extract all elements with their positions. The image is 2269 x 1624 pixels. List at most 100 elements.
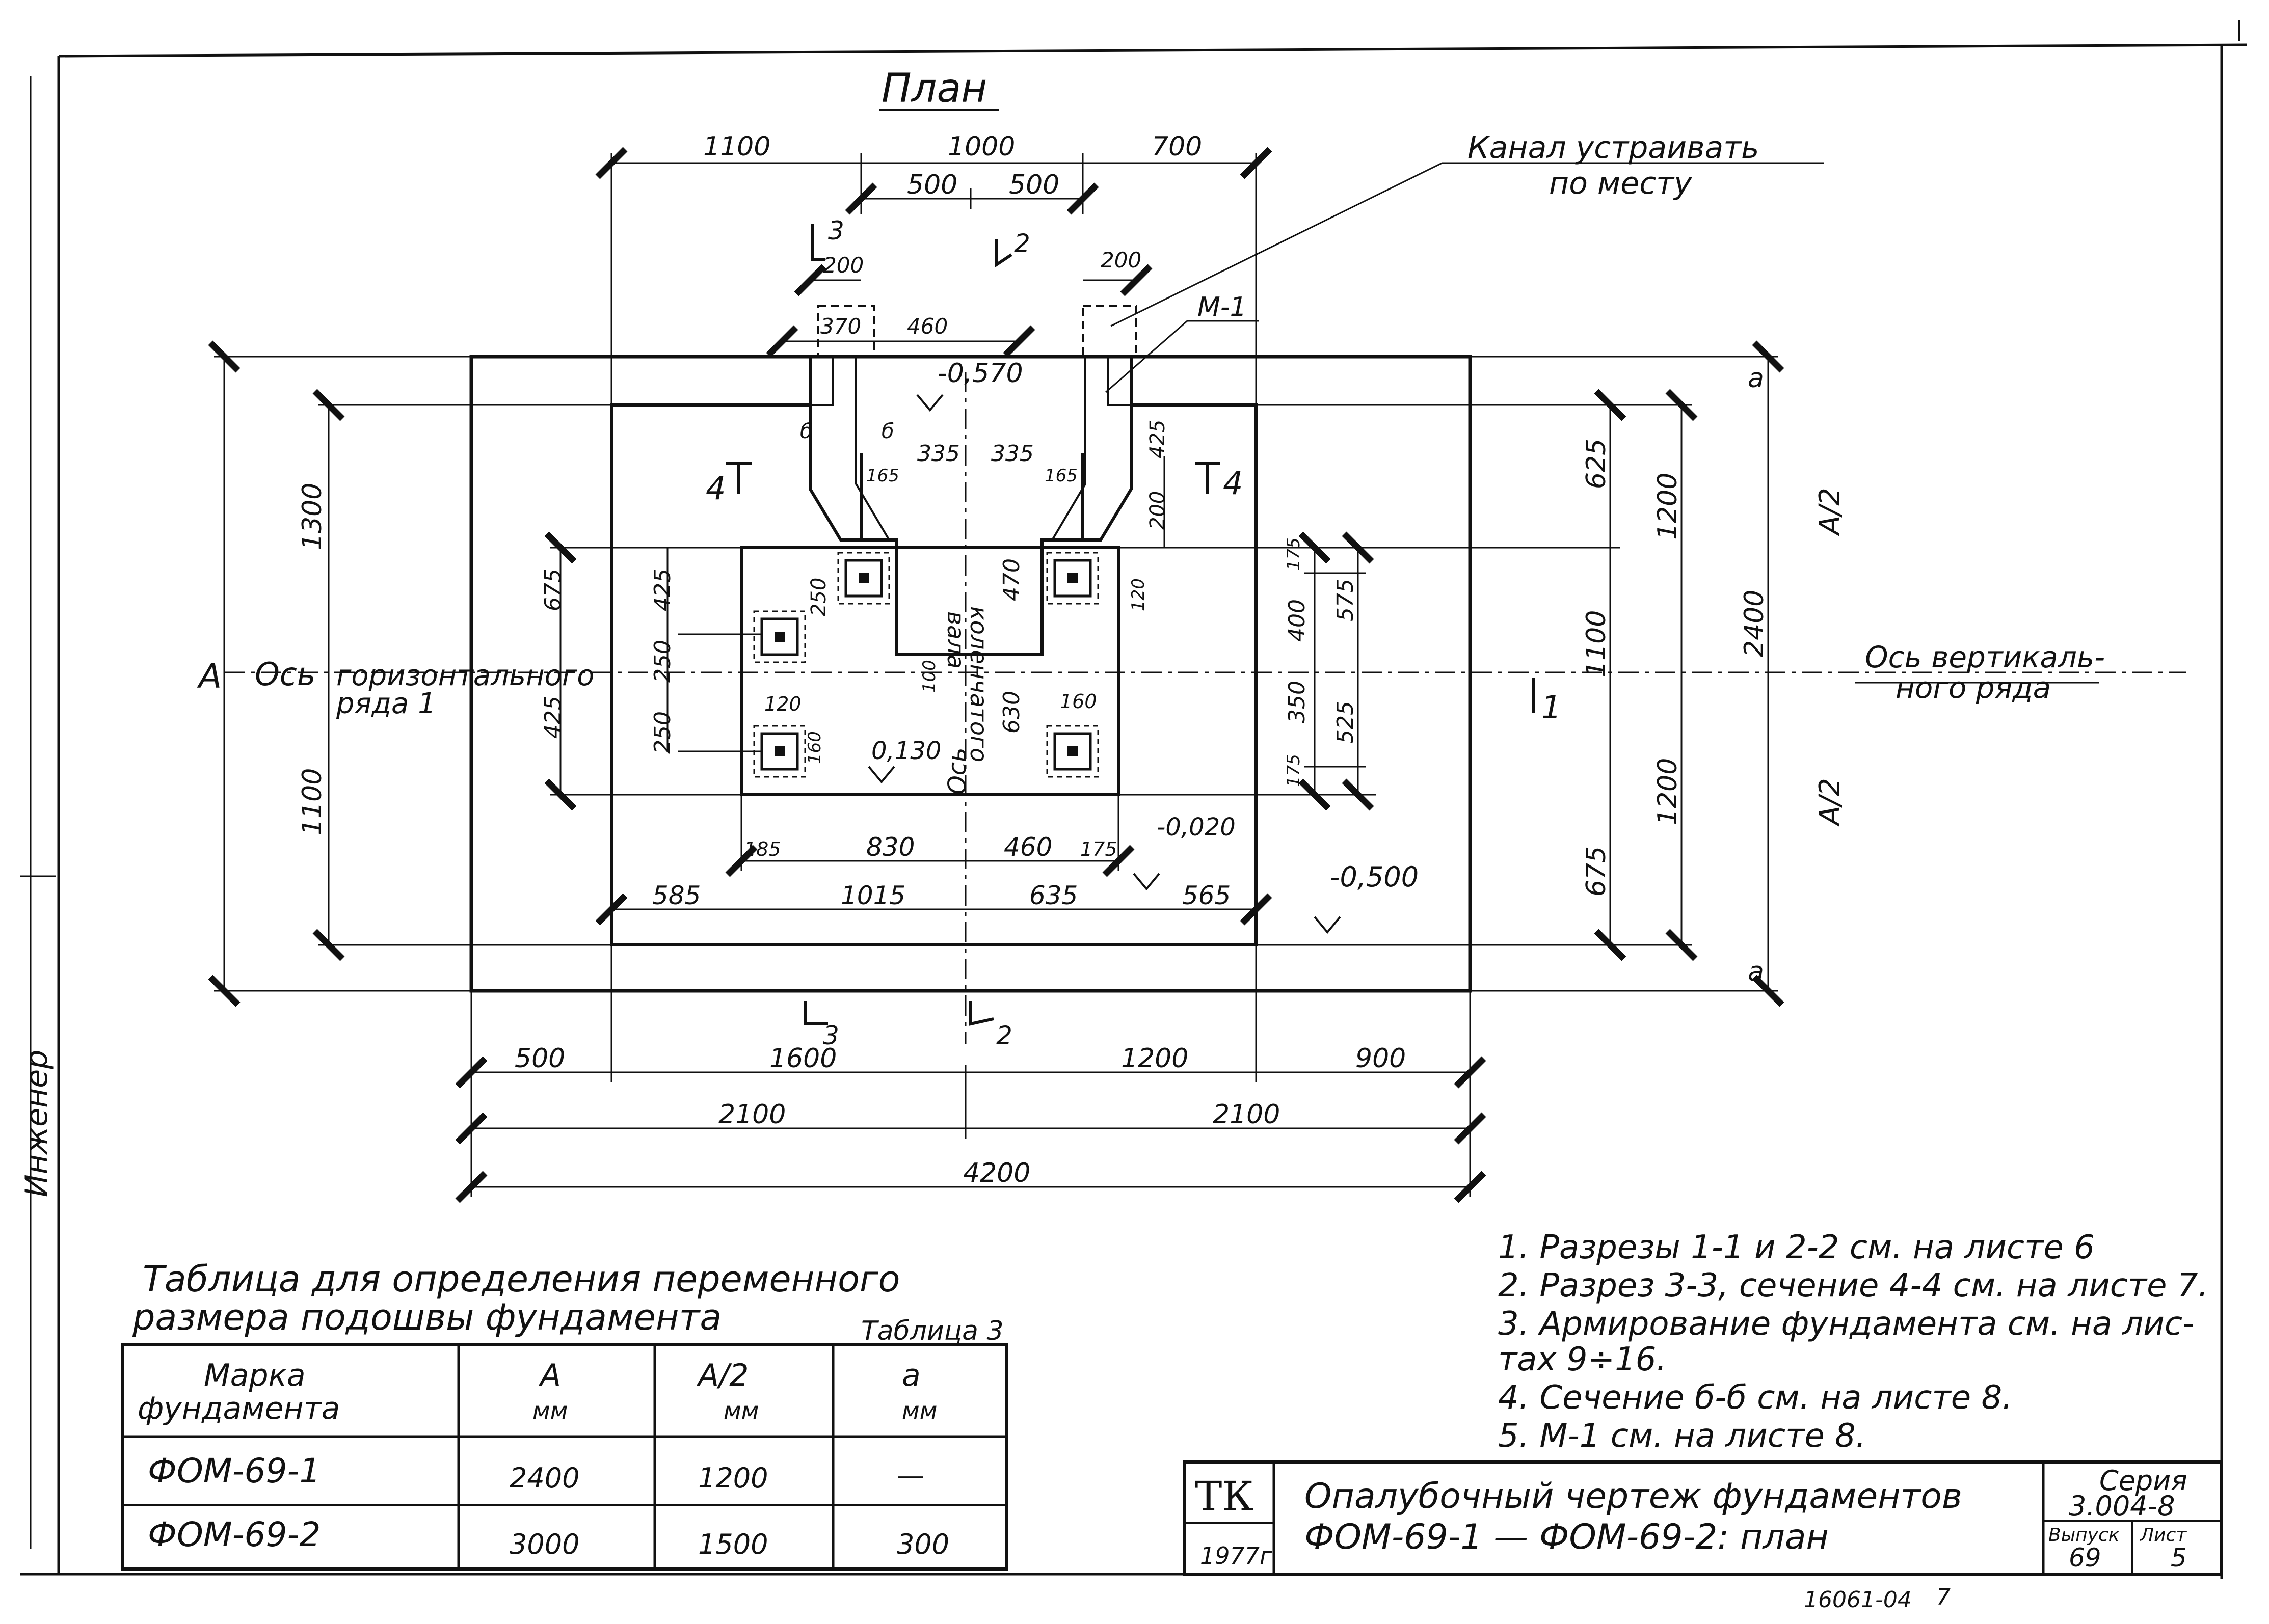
dim-text: 250 xyxy=(650,711,676,754)
dim-text: 900 xyxy=(1355,1043,1406,1074)
crank-pit xyxy=(860,453,1084,656)
section-mark: 4 xyxy=(706,470,726,507)
dim-text: 635 xyxy=(1029,881,1078,910)
margin-stamp: Инженер xyxy=(19,76,56,1549)
stamp-sheet-label: Лист xyxy=(2139,1525,2187,1546)
dim-text: А xyxy=(197,657,222,696)
level-mark: -0,500 xyxy=(1330,861,1419,893)
dim-text: 500 xyxy=(515,1043,565,1074)
channel-wall-left xyxy=(809,357,861,542)
title-block: ТК 1977г Опалубочный чертеж фундаментов … xyxy=(1183,1460,2223,1576)
note-line: 3. Армирование фундамента см. на лис- xyxy=(1498,1305,2194,1343)
mid-step xyxy=(610,403,1258,946)
dim-text: 160 xyxy=(805,731,825,764)
dim-text: 400 xyxy=(1284,599,1310,642)
m1-label: М-1 xyxy=(1197,292,1247,322)
level-mark: -0,570 xyxy=(938,358,1023,389)
dim-text: 100 xyxy=(919,660,940,693)
table-number: Таблица 3 xyxy=(861,1316,1004,1346)
dim-text: 675 xyxy=(540,569,566,611)
table-header: Марка xyxy=(204,1358,306,1393)
dim-text: 500 xyxy=(907,170,957,200)
dim-text: 1200 xyxy=(1121,1043,1188,1074)
dim-text: А/2 xyxy=(1813,488,1847,536)
dim-text: 1200 xyxy=(1652,758,1683,825)
dim-text: 165 xyxy=(866,466,899,486)
section-mark: 2 xyxy=(1014,229,1030,258)
axis-horizontal-line3: ряда 1 xyxy=(336,687,436,720)
foundation-table: Таблица для определения переменного разм… xyxy=(121,1258,1008,1571)
note-line: 1. Разрезы 1-1 и 2-2 см. на листе 6 xyxy=(1498,1229,2095,1266)
section-mark: 4 xyxy=(1223,465,1243,502)
dim-text: 120 xyxy=(764,693,802,715)
note-line: 4. Сечение б-б см. на листе 8. xyxy=(1498,1379,2013,1417)
table-cell: 1500 xyxy=(698,1528,768,1560)
dim-text: 200 xyxy=(823,253,864,278)
dim-text: 200 xyxy=(1101,248,1141,273)
margin-label: Инженер xyxy=(19,1050,55,1197)
section-mark: 2 xyxy=(996,1021,1012,1050)
footer-code: 16061-04 xyxy=(1804,1587,1912,1613)
dim-text: 630 xyxy=(999,691,1025,734)
page-title: План xyxy=(882,66,987,112)
dim-text: 565 xyxy=(1182,881,1231,910)
dim-text: 1000 xyxy=(948,131,1015,162)
dim-text: 1200 xyxy=(1652,473,1683,540)
table-title-line2: размера подошвы фундамента xyxy=(132,1296,722,1338)
pit-label-line1: коленчатого xyxy=(965,606,993,762)
axis-vertical-line2: ного ряда xyxy=(1896,670,2051,705)
dimension-lines xyxy=(208,147,2099,1203)
stamp-issue-label: Выпуск xyxy=(2048,1525,2120,1546)
dim-text: 160 xyxy=(1060,690,1097,713)
notes: 1. Разрезы 1-1 и 2-2 см. на листе 6 2. Р… xyxy=(1498,1229,2208,1455)
channel-note-line1: Канал устраивать xyxy=(1467,130,1759,166)
table-header: А/2 xyxy=(696,1358,749,1393)
table-header: мм xyxy=(532,1397,568,1424)
dim-text: 200 xyxy=(1146,491,1169,530)
table-cell: 2400 xyxy=(510,1462,579,1494)
dim-text: 175 xyxy=(1284,537,1304,571)
axis-horizontal-line1: Ось xyxy=(255,656,315,693)
dim-text: 2100 xyxy=(1213,1099,1280,1130)
axis-horizontal-line2: горизонтального xyxy=(336,659,595,692)
axis-vertical-line1: Ось вертикаль- xyxy=(1865,640,2105,674)
axis-lines xyxy=(224,372,2186,1044)
dim-text: 165 xyxy=(1045,466,1078,486)
column-block xyxy=(740,546,1120,796)
dim-text: 1300 xyxy=(297,483,328,550)
dim-text: 335 xyxy=(917,441,960,467)
section-markers xyxy=(726,224,1535,1026)
dim-text: 625 xyxy=(1581,439,1612,489)
axis-label-short: Ось xyxy=(943,748,972,795)
dim-text: 470 xyxy=(999,558,1025,601)
table-cell: — xyxy=(897,1459,924,1492)
section-mark: 3 xyxy=(828,216,844,246)
anchor-pockets xyxy=(753,552,1099,778)
table-cell: ФОМ-69-2 xyxy=(148,1515,321,1554)
table-header: а xyxy=(902,1358,921,1393)
dim-text: 700 xyxy=(1152,131,1202,162)
dim-text: 525 xyxy=(1332,701,1358,744)
dim-text: 460 xyxy=(907,314,948,339)
dim-text: a xyxy=(1748,957,1764,987)
dim-text: 460 xyxy=(1004,832,1052,862)
stamp-title-line1: Опалубочный чертеж фундаментов xyxy=(1304,1476,1962,1517)
note-line: 5. М-1 см. на листе 8. xyxy=(1498,1417,1866,1455)
table-header: мм xyxy=(902,1397,937,1424)
dim-text: 2100 xyxy=(718,1099,786,1130)
dim-text: 175 xyxy=(1080,838,1117,860)
level-markers xyxy=(868,394,1341,934)
table-cell: 1200 xyxy=(698,1462,768,1494)
stamp-series: 3.004-8 xyxy=(2069,1490,2175,1522)
dim-text: 185 xyxy=(744,838,781,860)
anchor-pocket xyxy=(1046,552,1099,605)
stamp-series-label: Серия xyxy=(2099,1465,2187,1497)
table-cell: ФОМ-69-1 xyxy=(148,1451,321,1491)
dim-text: 250 xyxy=(650,640,676,683)
section-mark: б xyxy=(800,420,813,443)
section-mark: 3 xyxy=(823,1021,839,1050)
dim-text: 425 xyxy=(1146,420,1169,458)
section-mark: б xyxy=(882,420,894,443)
dim-text: 2400 xyxy=(1739,590,1770,657)
